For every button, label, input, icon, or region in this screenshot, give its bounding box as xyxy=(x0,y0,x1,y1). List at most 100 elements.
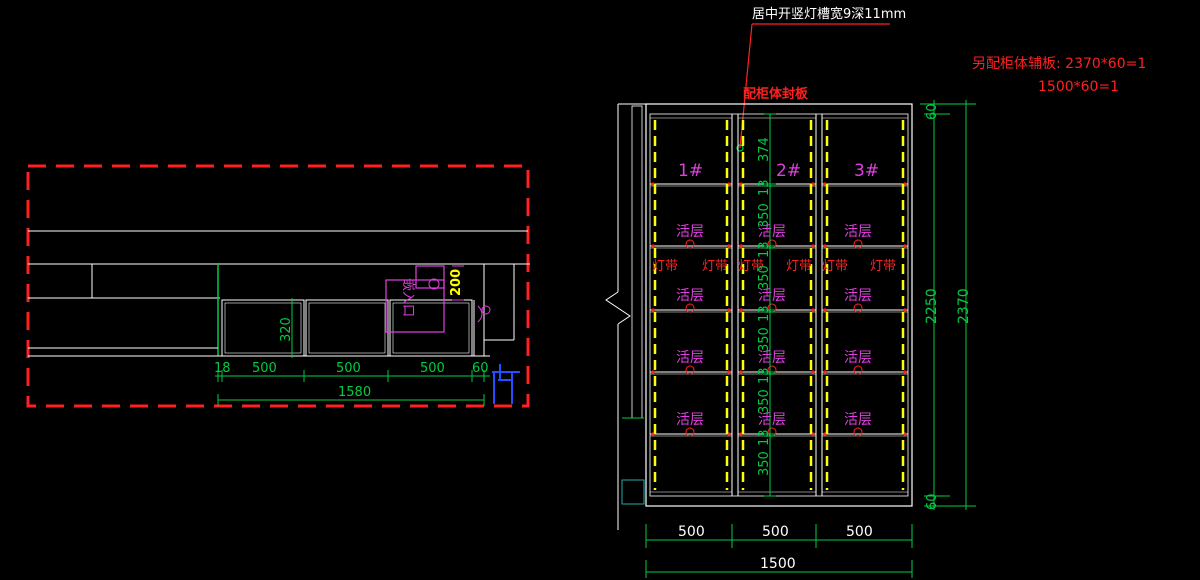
shelves-group xyxy=(650,117,908,493)
shelf-pin xyxy=(651,308,655,312)
plan-module-inner xyxy=(224,302,302,354)
embedded-box xyxy=(385,279,445,333)
plan-circle-marker xyxy=(481,305,491,315)
shelf-marker-circle xyxy=(853,365,863,375)
slot-leader-marker xyxy=(736,144,744,152)
light-strips-group xyxy=(653,120,905,490)
shelf-marker-circle xyxy=(853,303,863,313)
elevation-view: 1# 2# 3# 活层活层活层活层活层活层活层活层活层活层活层活层 灯带灯带灯带… xyxy=(605,100,976,578)
bottom-width-1: 500 xyxy=(678,524,705,540)
dim-outer-2370: 2370 xyxy=(956,288,972,324)
plan-module-inner xyxy=(392,302,470,354)
plan-dim-total: 1580 xyxy=(338,385,371,400)
column-label-3: 3# xyxy=(854,161,879,181)
bottom-dim-ticks xyxy=(645,524,913,578)
shelf-label: 活层 xyxy=(676,288,704,304)
shelf-pin xyxy=(739,370,743,374)
shelf-label: 活层 xyxy=(676,412,704,428)
side-filler-panel xyxy=(631,105,643,419)
shelf-pin xyxy=(903,308,907,312)
row-height-label: 350 xyxy=(757,327,772,352)
shelf-pin xyxy=(651,244,655,248)
shelf-pin xyxy=(727,308,731,312)
plan-dim-320: 320 xyxy=(279,317,294,342)
slot-annotation: 居中开竖灯槽宽9深11mm xyxy=(736,6,906,152)
plan-dim-60: 60 xyxy=(472,361,489,376)
shelf-pin xyxy=(811,370,815,374)
dim-top-60: 60 xyxy=(925,103,940,120)
skirting-block xyxy=(621,479,645,505)
row-height-label: 13 xyxy=(757,429,772,446)
shelf-pin xyxy=(811,244,815,248)
plan-dim-width-3: 500 xyxy=(420,361,445,376)
embedded-box-circle xyxy=(428,278,440,290)
shelf-label: 活层 xyxy=(844,412,872,428)
plan-view: 嵌入口 200 320 18 500 500 500 60 1580 xyxy=(26,164,530,408)
column-label-1: 1# xyxy=(678,161,703,181)
row-height-label: 350 xyxy=(757,451,772,476)
shelf-pin xyxy=(823,308,827,312)
plan-dim-width-1: 500 xyxy=(252,361,277,376)
column-label-2: 2# xyxy=(776,161,801,181)
plan-dim-width-2: 500 xyxy=(336,361,361,376)
dim-bottom-60: 60 xyxy=(925,493,940,510)
shelf-label: 活层 xyxy=(758,288,786,304)
cabinet-outline xyxy=(645,103,913,507)
row-height-label: 13 xyxy=(757,241,772,258)
plan-module xyxy=(389,299,473,357)
row-height-label: 374 xyxy=(757,137,772,162)
shelf-pin xyxy=(903,370,907,374)
shelf-label: 活层 xyxy=(758,224,786,240)
shelf-label: 活层 xyxy=(844,350,872,366)
row-height-label: 13 xyxy=(757,367,772,384)
plan-arc xyxy=(477,305,483,323)
shelf-pin xyxy=(739,308,743,312)
cabinet-inner-outline xyxy=(649,113,909,497)
bottom-width-2: 500 xyxy=(762,524,789,540)
shelf-label: 活层 xyxy=(844,224,872,240)
plan-module-inner xyxy=(308,302,386,354)
shelf-pin xyxy=(903,244,907,248)
wall-break-symbol xyxy=(605,291,631,325)
shelf-pin xyxy=(651,370,655,374)
shelf-labels-group: 活层活层活层活层活层活层活层活层活层活层活层活层 xyxy=(676,224,872,437)
corner-fitting xyxy=(492,364,520,404)
extra-board-note-line1: 另配柜体辅板: 2370*60=1 xyxy=(972,56,1146,72)
plan-dim-ticks xyxy=(217,370,485,382)
shelf-marker-circle xyxy=(685,427,695,437)
row-height-label: 13 xyxy=(757,179,772,196)
shelf-marker-circle xyxy=(853,239,863,249)
shelf-label: 活层 xyxy=(758,350,786,366)
bottom-width-3: 500 xyxy=(846,524,873,540)
row-height-label: 350 xyxy=(757,389,772,414)
shelf-pin xyxy=(823,244,827,248)
plan-dashed-frame xyxy=(26,164,530,408)
shelf-label: 活层 xyxy=(844,288,872,304)
plan-module xyxy=(305,299,389,357)
plan-module xyxy=(221,299,305,357)
light-label: 灯带 xyxy=(786,259,812,274)
light-label: 灯带 xyxy=(738,259,764,274)
shelf-pin xyxy=(739,244,743,248)
light-label: 灯带 xyxy=(702,259,728,274)
shelf-pin xyxy=(727,370,731,374)
shelf-label: 活层 xyxy=(676,350,704,366)
shelf-marker-circle xyxy=(685,365,695,375)
shelf-pin xyxy=(811,308,815,312)
light-label: 灯带 xyxy=(822,259,848,274)
row-height-label: 350 xyxy=(757,265,772,290)
shelf-marker-circle xyxy=(685,239,695,249)
slot-note-text: 居中开竖灯槽宽9深11mm xyxy=(752,6,906,22)
shelf-pin xyxy=(727,244,731,248)
embedded-box-tab xyxy=(415,265,445,289)
shelf-label: 活层 xyxy=(758,412,786,428)
seal-board-note: 配柜体封板 xyxy=(743,86,809,102)
bottom-total-1500: 1500 xyxy=(760,556,796,572)
light-labels-group: 灯带灯带灯带灯带灯带灯带 xyxy=(652,259,896,274)
dim-inner-2250: 2250 xyxy=(924,288,940,324)
row-height-label: 350 xyxy=(757,203,772,228)
shelf-marker-circle xyxy=(685,303,695,313)
embedded-label: 嵌入口 xyxy=(400,278,415,317)
